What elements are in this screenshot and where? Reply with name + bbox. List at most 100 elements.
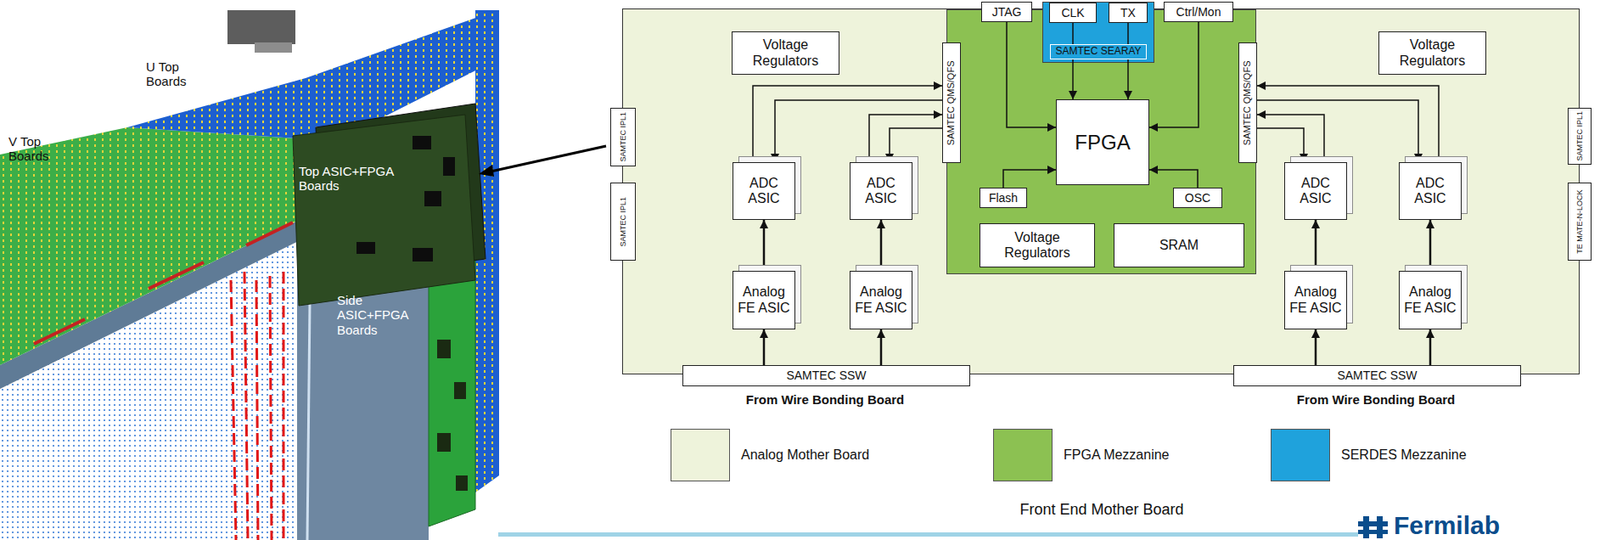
signal-arrow	[1314, 219, 1318, 271]
connector-box: SAMTEC IPL1	[1567, 107, 1592, 165]
signal-arrow	[889, 128, 943, 163]
box-label: Voltage Regulators	[982, 230, 1092, 262]
signal-arrow	[1257, 100, 1419, 163]
box-label: SAMTEC SSW	[785, 368, 866, 382]
connector-box: SAMTEC IPL1	[610, 182, 636, 261]
signal-arrow	[1149, 22, 1199, 128]
v-top-plane	[0, 127, 337, 365]
signal-box: Ctrl/Mon	[1163, 1, 1234, 23]
mount-bracket	[227, 10, 296, 45]
connector-box: TE MATE-N-LOCK	[1567, 182, 1592, 261]
box-label: OSC	[1184, 190, 1211, 205]
legend-entry: Analog Mother Board	[670, 428, 870, 482]
box-label: ADC ASIC	[1287, 175, 1344, 208]
signal-arrow	[1257, 85, 1439, 163]
memory-box: Flash	[979, 187, 1028, 208]
part-label: V Top Boards	[8, 134, 62, 164]
serdes-mezzanine: SAMTEC SEARAY CLK TX	[1042, 1, 1155, 63]
leader-arrow	[490, 145, 607, 172]
fpga-mezzanine: SAMTEC QMS/QFSSAMTEC QMS/QFSJTAGSAMTEC S…	[946, 9, 1257, 275]
signal-box: CLK	[1049, 2, 1097, 23]
top-boards	[292, 114, 476, 306]
legend-swatch	[670, 428, 730, 482]
red-wires	[230, 271, 284, 540]
signal-arrow	[869, 114, 943, 163]
signal-arrow	[880, 219, 883, 271]
signal-arrow	[1429, 219, 1432, 271]
footer-rule	[498, 532, 1359, 537]
box-label: FPGA	[1074, 130, 1130, 155]
connector-box: SAMTEC SSW	[1233, 364, 1522, 387]
mother-board: SAMTEC IPL1SAMTEC IPL1Voltage Regulators…	[622, 8, 1580, 375]
signal-box: TX	[1108, 2, 1148, 23]
regulator-box: Voltage Regulators	[731, 31, 840, 75]
leader-arrowhead	[478, 164, 495, 177]
box-label: Analog FE ASIC	[735, 284, 792, 316]
connector-box: SAMTEC SSW	[682, 364, 971, 387]
box-label: ADC ASIC	[735, 175, 792, 208]
asic-box: Analog FE ASIC	[1284, 270, 1348, 330]
fpga-chip: FPGA	[1055, 99, 1150, 186]
signal-arrow	[1149, 169, 1198, 188]
legend-swatch	[1270, 428, 1331, 482]
red-marks	[33, 222, 293, 344]
regulator-box: Voltage Regulators	[979, 223, 1095, 268]
logo-text: Fermilab	[1393, 510, 1598, 540]
legend-entry: SERDES Mezzanine	[1270, 428, 1467, 482]
asic-box: ADC ASIC	[1284, 162, 1348, 220]
signal-box: JTAG	[981, 1, 1033, 23]
box-label: CLK	[1061, 5, 1084, 20]
signal-arrow	[1006, 22, 1056, 128]
legend-text: Analog Mother Board	[741, 447, 870, 463]
box-label: Ctrl/Mon	[1176, 5, 1222, 19]
legend-swatch	[993, 428, 1053, 482]
connector-box: SAMTEC QMS/QFS	[942, 42, 961, 163]
signal-arrow	[1257, 114, 1325, 163]
signal-arrow	[880, 329, 883, 365]
box-label: SAMTEC SSW	[1336, 368, 1417, 382]
box-label: SRAM	[1159, 237, 1199, 253]
connector-label: TE MATE-N-LOCK	[1575, 189, 1584, 253]
box-label: ADC ASIC	[1402, 175, 1459, 208]
oscillator-box: OSC	[1173, 187, 1223, 208]
box-label: JTAG	[992, 5, 1022, 19]
caption: Front End Mother Board	[931, 500, 1272, 519]
memory-box: SRAM	[1113, 223, 1245, 268]
box-label: Analog FE ASIC	[853, 284, 910, 316]
side-chips	[437, 339, 468, 491]
box-label: Analog FE ASIC	[1287, 284, 1344, 316]
box-label: Voltage Regulators	[1381, 37, 1483, 69]
connector-label: SAMTEC IPL1	[618, 112, 628, 163]
asic-box: Analog FE ASIC	[732, 270, 796, 330]
signal-arrow	[1257, 128, 1304, 163]
legend-entry: FPGA Mezzanine	[993, 428, 1170, 482]
connector-box: SAMTEC IPL1	[610, 107, 636, 167]
part-label: Top ASIC+FPGA Boards	[298, 163, 403, 194]
asic-box: Analog FE ASIC	[849, 270, 913, 330]
fermilab-logo	[1358, 516, 1388, 539]
box-label: SAMTEC SEARAY	[1049, 44, 1146, 60]
source-label: From Wire Bonding Board	[714, 392, 936, 407]
connector-label: SAMTEC QMS/QFS	[946, 60, 958, 146]
signal-arrow	[1072, 22, 1074, 100]
mount-plate	[254, 42, 292, 53]
board-chips	[356, 135, 455, 262]
detector-illustration	[0, 0, 629, 540]
signal-arrow	[1429, 329, 1432, 365]
signal-arrow	[1314, 329, 1318, 365]
asic-box: Analog FE ASIC	[1398, 270, 1462, 330]
connector-label: SAMTEC IPL1	[1575, 111, 1584, 162]
box-label: Flash	[988, 190, 1018, 205]
source-label: From Wire Bonding Board	[1265, 392, 1487, 407]
signal-arrow	[774, 100, 943, 163]
legend-text: SERDES Mezzanine	[1341, 447, 1467, 463]
part-label: U Top Boards	[145, 59, 208, 90]
part-label: Side ASIC+FPGA Boards	[336, 292, 426, 337]
box-label: ADC ASIC	[853, 175, 910, 208]
box-label: TX	[1120, 5, 1136, 20]
asic-box: ADC ASIC	[1398, 162, 1462, 220]
legend-text: FPGA Mezzanine	[1063, 447, 1170, 463]
signal-arrow	[1003, 169, 1056, 188]
connector-box: SAMTEC QMS/QFS	[1238, 42, 1258, 163]
box-label: Voltage Regulators	[735, 37, 837, 69]
